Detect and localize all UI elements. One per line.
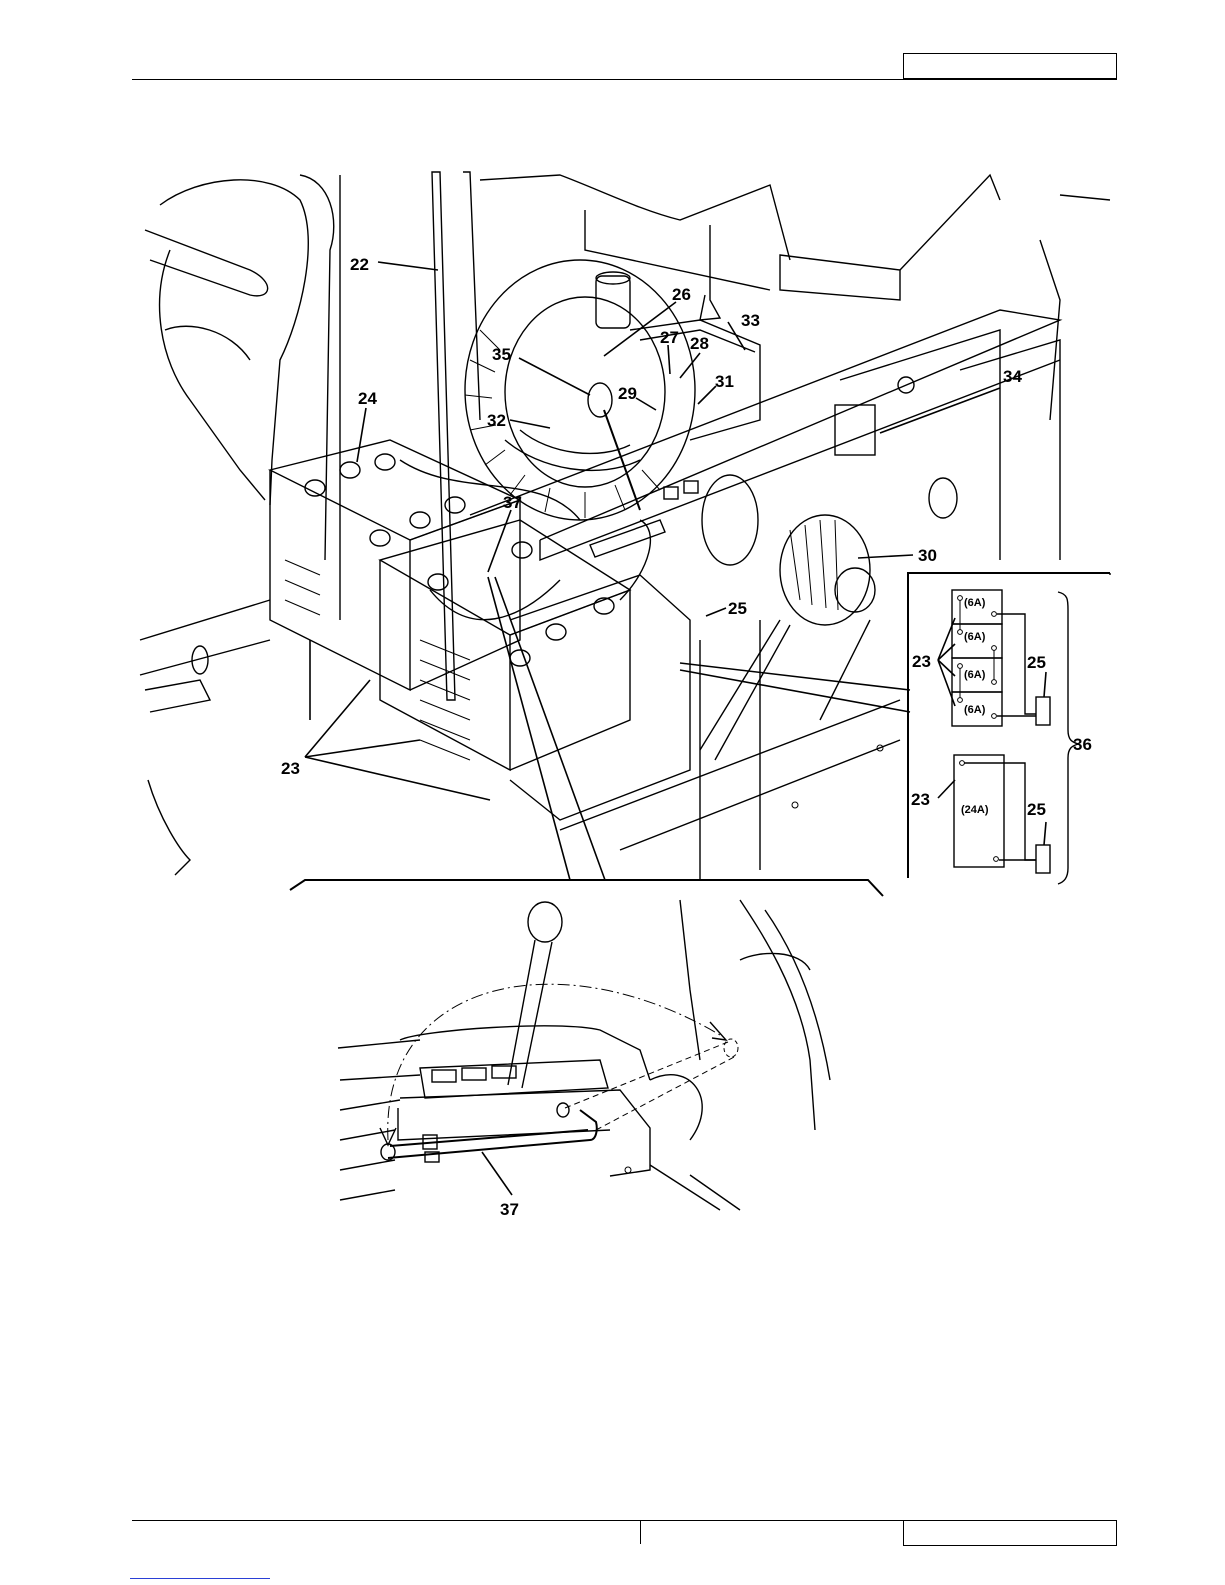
cell-label-3: (6A) — [964, 669, 986, 681]
callout-23-main: 23 — [281, 759, 300, 778]
callout-36: 36 — [1073, 735, 1092, 754]
callout-22: 22 — [350, 255, 369, 274]
leader-lines — [305, 262, 1000, 880]
callout-25-main: 25 — [728, 599, 747, 618]
cell-label-2: (6A) — [964, 631, 986, 643]
cell-label-1: (6A) — [964, 597, 986, 609]
callout-23-inset-6a: 23 — [912, 652, 931, 671]
callout-29: 29 — [618, 384, 637, 403]
callout-26: 26 — [672, 285, 691, 304]
footer-divider — [640, 1520, 641, 1544]
callout-24: 24 — [358, 389, 377, 408]
lever-detail-inset — [290, 880, 883, 1210]
callout-31: 31 — [715, 372, 734, 391]
footer-box — [903, 1520, 1117, 1546]
bottom-link-underline — [130, 1578, 270, 1579]
callout-32: 32 — [487, 411, 506, 430]
cell-label-24a: (24A) — [961, 804, 989, 816]
cell-label-4: (6A) — [964, 704, 986, 716]
callout-28: 28 — [690, 334, 709, 353]
callout-37-detail: 37 — [500, 1200, 519, 1219]
callout-33: 33 — [741, 311, 760, 330]
battery-caps — [305, 454, 614, 666]
callout-25-inset-6a: 25 — [1027, 653, 1046, 672]
battery-wiring-inset — [908, 573, 1110, 884]
callout-34: 34 — [1003, 367, 1022, 386]
callout-27: 27 — [660, 328, 679, 347]
callout-23-inset-24a: 23 — [911, 790, 930, 809]
callout-30: 30 — [918, 546, 937, 565]
callout-35: 35 — [492, 345, 511, 364]
callout-25-inset-24a: 25 — [1027, 800, 1046, 819]
callout-37-main: 37 — [503, 493, 522, 512]
